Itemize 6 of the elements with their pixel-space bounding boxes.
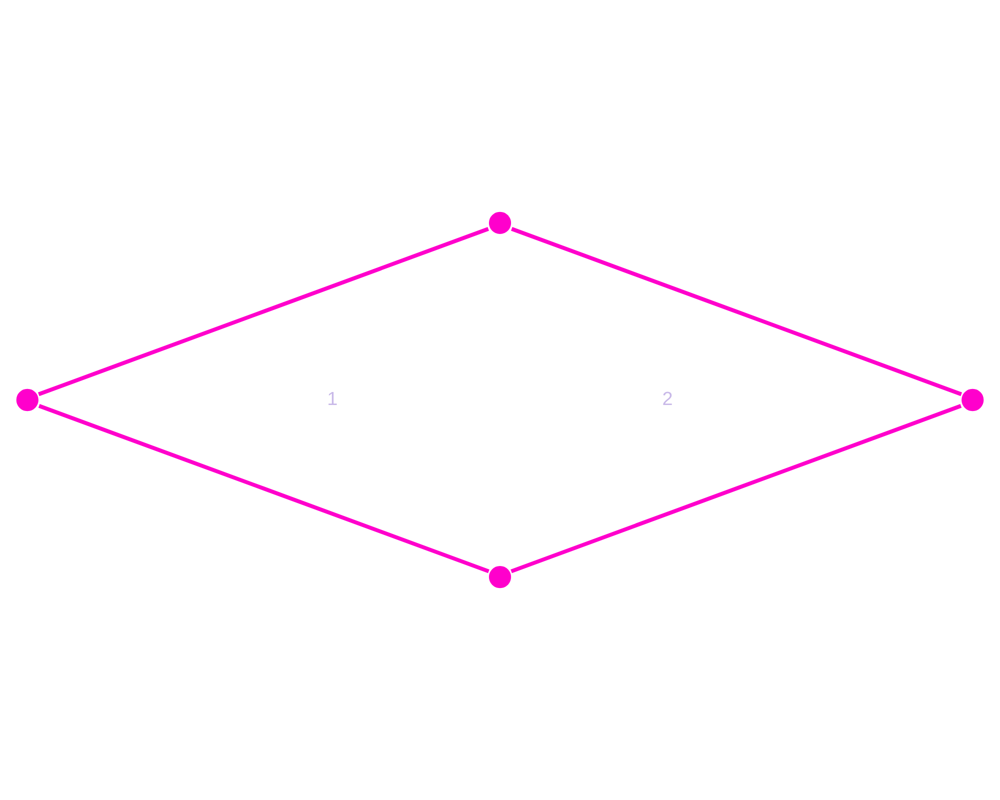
connector xyxy=(511,227,962,396)
connector xyxy=(38,227,489,396)
connector xyxy=(38,404,490,574)
label: 2 xyxy=(662,388,673,410)
connector xyxy=(510,404,962,574)
label: 1 xyxy=(327,388,338,410)
